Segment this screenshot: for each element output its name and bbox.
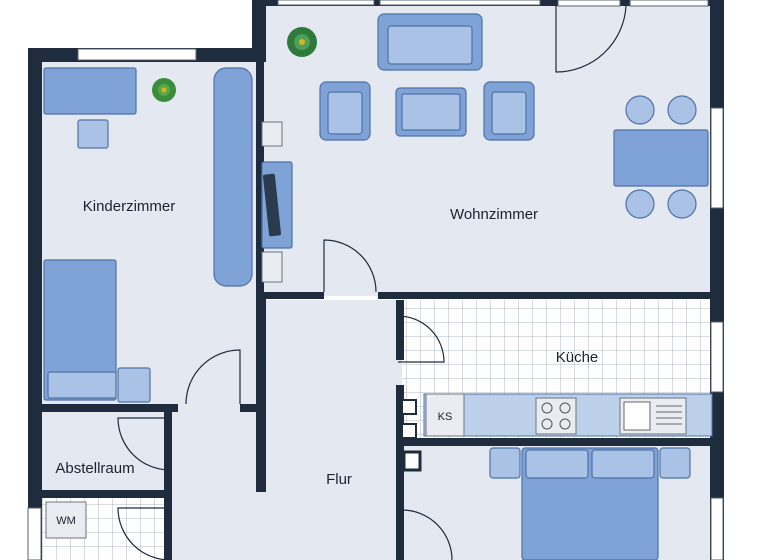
window-dining: [710, 107, 724, 209]
fridge: [425, 393, 465, 437]
wall-kinder-bottom: [40, 404, 178, 412]
kinderzimmer-furniture: [43, 67, 253, 403]
wall-right: [710, 0, 724, 560]
drainboard: [656, 405, 682, 425]
desk-chair: [77, 119, 109, 149]
burner-2: [559, 402, 571, 414]
dining-chair-4: [667, 189, 697, 219]
label-wohnzimmer: Wohnzimmer: [450, 206, 538, 223]
door-abstell: [117, 417, 171, 471]
flur-floor: [170, 300, 402, 560]
window-wohn-2: [379, 0, 541, 6]
wall-wohn-bottom-right: [378, 292, 718, 299]
wall-wohn-bottom-left: [256, 292, 324, 299]
wall-kinder-wohn: [256, 62, 264, 292]
wall-left: [28, 48, 42, 560]
walls: [28, 0, 724, 560]
speaker-bottom: [261, 251, 283, 283]
door-schlaf: [401, 500, 453, 560]
speaker-top: [261, 121, 283, 147]
wall-kueche-bottom: [402, 438, 717, 446]
pillar-3: [402, 450, 422, 472]
kueche-furniture: [423, 393, 713, 437]
label-ks: KS: [438, 411, 453, 423]
wohnzimmer-furniture: [261, 13, 709, 283]
tv-icon: [262, 173, 282, 237]
pillow-left: [525, 449, 589, 479]
dining-chair-2: [667, 95, 697, 125]
dining-chair-1: [625, 95, 655, 125]
window-wohn-1: [277, 0, 375, 6]
wall-flur-left: [256, 292, 266, 492]
door-bad: [117, 507, 171, 560]
doors: [117, 5, 627, 560]
burner-4: [559, 418, 571, 430]
schlafzimmer-furniture: [489, 447, 691, 560]
window-kueche: [710, 321, 724, 393]
door-kueche: [397, 315, 445, 363]
label-kinderzimmer: Kinderzimmer: [83, 198, 176, 215]
child-bed-pillow: [47, 371, 117, 399]
plant-wohn: [287, 27, 317, 57]
label-abstellraum: Abstellraum: [55, 460, 134, 477]
armchair-right-seat: [491, 91, 527, 135]
bedside-right: [659, 447, 691, 479]
wall-kinder-bottom-right: [240, 404, 262, 412]
label-kueche: Küche: [556, 349, 599, 366]
window-kinder: [77, 48, 197, 61]
window-bad: [27, 507, 42, 560]
armchair-left-seat: [327, 91, 363, 135]
desk: [43, 67, 137, 115]
wall-abstell-bottom: [40, 490, 168, 498]
washing-machine: [45, 501, 87, 539]
wardrobe: [213, 67, 253, 287]
door-wohn: [323, 239, 377, 293]
window-balcony-door: [557, 0, 621, 7]
dining-table: [613, 129, 709, 187]
dining-chair-3: [625, 189, 655, 219]
stove: [535, 397, 577, 435]
wall-kueche-left: [396, 300, 404, 360]
burner-1: [541, 402, 553, 414]
pillar-2: [401, 423, 417, 439]
windows: [27, 0, 724, 560]
door-balcony: [555, 5, 627, 73]
wall-step: [252, 0, 266, 62]
burner-3: [541, 418, 553, 430]
coffee-table-top: [401, 93, 461, 131]
abstellraum-floor: [40, 412, 168, 494]
sink-basin: [623, 401, 651, 431]
wall-flur-right: [396, 385, 404, 560]
window-wohn-3: [629, 0, 709, 7]
nightstand: [117, 367, 151, 403]
child-bed: [43, 259, 117, 401]
window-schlaf: [710, 497, 724, 560]
wall-abstell-right: [164, 412, 172, 560]
label-flur: Flur: [326, 471, 352, 488]
label-wm: WM: [56, 515, 76, 527]
pillow-right: [591, 449, 655, 479]
pillar-1: [401, 399, 417, 415]
sofa-seat: [387, 25, 473, 65]
plant-kinder: [152, 78, 176, 102]
bedside-left: [489, 447, 521, 479]
door-kinder: [185, 349, 241, 405]
